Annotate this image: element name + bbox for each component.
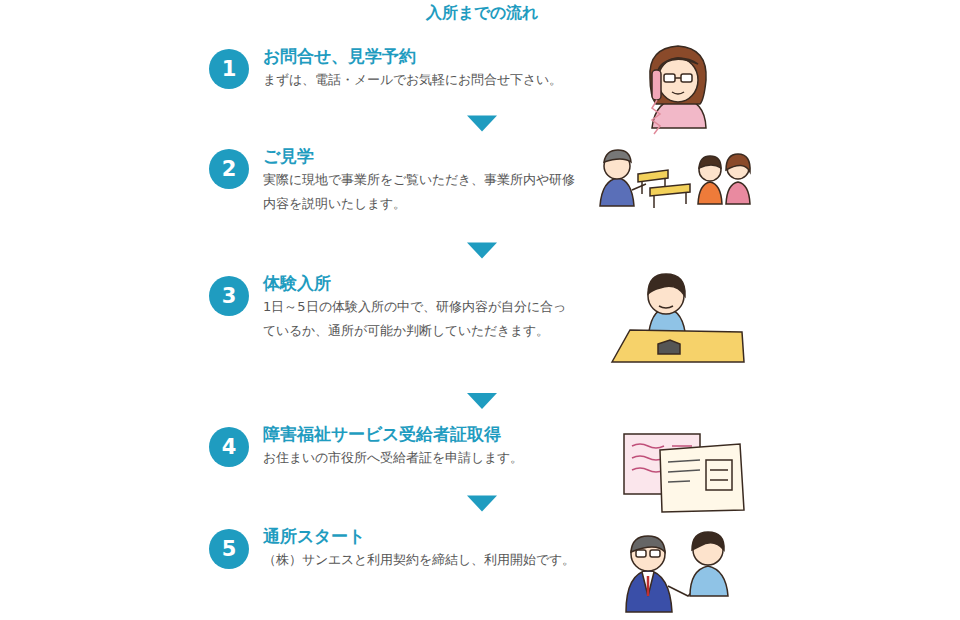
contract-illustration [626, 532, 728, 612]
step-text: 障害福祉サービス受給者証取得お住まいの市役所へ受給者証を申請します。 [263, 423, 575, 470]
phone-woman-illustration [650, 46, 706, 134]
visit-illustration [600, 150, 750, 208]
step-heading: ご見学 [263, 145, 575, 167]
flow-arrow [467, 243, 497, 259]
step-number: 4 [209, 427, 249, 467]
step-number: 3 [209, 276, 249, 316]
step-description: お住まいの市役所へ受給者証を申請します。 [263, 446, 575, 470]
document-illustration [624, 434, 744, 512]
step-description: 1日～5日の体験入所の中で、研修内容が自分に合っているか、通所が可能か判断してい… [263, 295, 575, 343]
step-item: 4 障害福祉サービス受給者証取得お住まいの市役所へ受給者証を申請します。 [205, 423, 575, 482]
step-heading: 体験入所 [263, 272, 575, 294]
flow-arrow [467, 393, 497, 409]
step-description: （株）サンエスと利用契約を締結し、利用開始です。 [263, 548, 575, 572]
step-heading: 障害福祉サービス受給者証取得 [263, 423, 575, 445]
step-item: 1 お問合せ、見学予約まずは、電話・メールでお気軽にお問合せ下さい。 [205, 45, 575, 102]
flow-arrow [467, 496, 497, 512]
trainee-illustration [612, 274, 744, 362]
step-text: 体験入所1日～5日の体験入所の中で、研修内容が自分に合っているか、通所が可能か判… [263, 272, 575, 343]
step-item: 3 体験入所1日～5日の体験入所の中で、研修内容が自分に合っているか、通所が可能か… [205, 272, 575, 379]
step-description: まずは、電話・メールでお気軽にお問合せ下さい。 [263, 68, 575, 92]
step-description: 実際に現地で事業所をご覧いただき、事業所内や研修内容を説明いたします。 [263, 168, 575, 216]
diagram-title: 入所までの流れ [332, 2, 632, 24]
step-text: お問合せ、見学予約まずは、電話・メールでお気軽にお問合せ下さい。 [263, 45, 575, 92]
step-text: ご見学実際に現地で事業所をご覧いただき、事業所内や研修内容を説明いたします。 [263, 145, 575, 216]
step-number: 5 [209, 529, 249, 569]
step-item: 2 ご見学実際に現地で事業所をご覧いただき、事業所内や研修内容を説明いたします。 [205, 145, 575, 229]
flow-arrow [467, 116, 497, 132]
step-text: 通所スタート（株）サンエスと利用契約を締結し、利用開始です。 [263, 525, 575, 572]
step-heading: お問合せ、見学予約 [263, 45, 575, 67]
step-item: 5 通所スタート（株）サンエスと利用契約を締結し、利用開始です。 [205, 525, 575, 605]
step-heading: 通所スタート [263, 525, 575, 547]
step-number: 2 [209, 149, 249, 189]
step-number: 1 [209, 49, 249, 89]
